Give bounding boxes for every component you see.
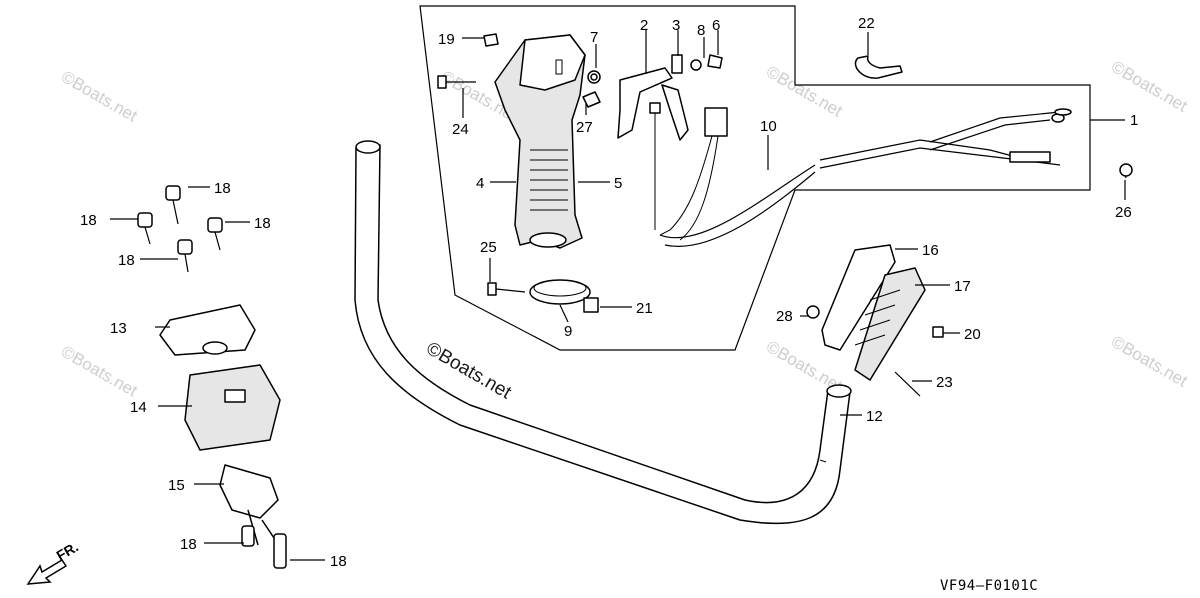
front-arrow-icon: FR. <box>26 538 82 585</box>
callout-8: 8 <box>697 22 705 39</box>
watermark-tl: ©Boats.net <box>58 67 141 126</box>
springs <box>483 33 723 108</box>
clip-icon <box>854 55 903 79</box>
callout-18-d: 18 <box>118 252 135 269</box>
watermark-far-tr: ©Boats.net <box>1108 57 1191 116</box>
callout-4: 4 <box>476 175 484 192</box>
callout-1: 1 <box>1130 112 1138 129</box>
cable-clamp <box>487 279 599 313</box>
handle-holder-parts <box>159 304 283 551</box>
callout-24: 24 <box>452 121 469 138</box>
callout-20: 20 <box>964 326 981 343</box>
callout-5: 5 <box>614 175 622 192</box>
callout-14: 14 <box>130 399 147 416</box>
callout-22: 22 <box>858 15 875 32</box>
callout-18-b: 18 <box>80 212 97 229</box>
switch-and-cables <box>649 102 1072 247</box>
bolt-icon <box>483 33 499 47</box>
callout-19: 19 <box>438 31 455 48</box>
callout-18-e: 18 <box>180 536 197 553</box>
watermark-tr: ©Boats.net <box>763 62 846 121</box>
callout-25: 25 <box>480 239 497 256</box>
bolt-24 <box>437 75 476 89</box>
throttle-grip-housing <box>494 34 586 249</box>
callout-27: 27 <box>576 119 593 136</box>
direction-label: FR. <box>54 538 82 563</box>
callout-9: 9 <box>564 323 572 340</box>
callout-16: 16 <box>922 242 939 259</box>
hand-grip <box>806 163 1133 397</box>
callout-18-a: 18 <box>214 180 231 197</box>
callout-13: 13 <box>110 320 127 337</box>
assembly-boundary <box>419 5 1091 351</box>
callout-17: 17 <box>954 278 971 295</box>
leader-lines <box>110 30 1126 561</box>
watermark-ml: ©Boats.net <box>58 342 141 401</box>
callout-7: 7 <box>590 29 598 46</box>
callout-3: 3 <box>672 17 680 34</box>
callout-28: 28 <box>776 308 793 325</box>
callouts: 1 2 3 4 5 6 7 8 9 10 12 13 14 15 16 17 1… <box>80 15 1138 570</box>
handlebar-tube <box>354 140 852 525</box>
callout-12: 12 <box>866 408 883 425</box>
throttle-lever <box>617 54 689 141</box>
callout-18-c: 18 <box>254 215 271 232</box>
callout-26: 26 <box>1115 204 1132 221</box>
callout-2: 2 <box>640 17 648 34</box>
callout-23: 23 <box>936 374 953 391</box>
bolts-18 <box>137 185 287 569</box>
diagram-code: VF94–F0101C <box>940 578 1038 594</box>
callout-18-f: 18 <box>330 553 347 570</box>
watermark-far-mr: ©Boats.net <box>1108 332 1191 391</box>
callout-15: 15 <box>168 477 185 494</box>
nut-icon <box>582 91 601 108</box>
callout-21: 21 <box>636 300 653 317</box>
callout-6: 6 <box>712 17 720 34</box>
callout-10: 10 <box>760 118 777 135</box>
